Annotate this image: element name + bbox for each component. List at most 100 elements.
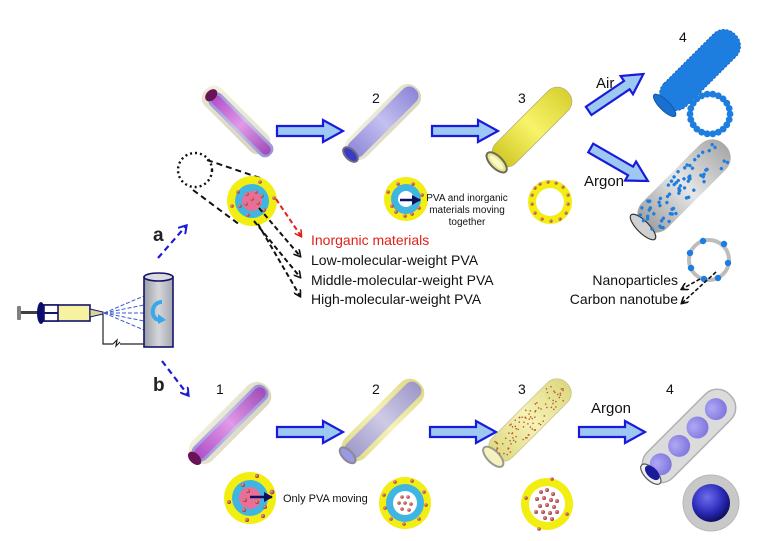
legend-inorganic-materials: Inorganic materials — [311, 232, 429, 248]
speckle-dot — [496, 442, 499, 445]
speckle-dot — [562, 389, 564, 392]
path-a-arrow-2-to-3 — [430, 118, 500, 144]
speckle-dot — [529, 410, 532, 412]
nanoparticle-dot — [696, 154, 701, 158]
speckle-dot — [524, 436, 527, 439]
nanoparticle-dot — [658, 196, 663, 201]
speckle-dot — [538, 422, 540, 425]
stage-2-note-line-1: PVA and inorganic — [426, 193, 508, 204]
speckle-dot — [528, 413, 530, 415]
path-b-stage-1-cross-section — [224, 472, 276, 524]
path-a-stage-4-hollow-nanotube — [652, 29, 741, 118]
nanoparticle-dot — [638, 213, 643, 217]
nanoparticle-dot — [693, 157, 697, 162]
ring-bead — [689, 121, 697, 129]
path-a-arrow-1-to-2 — [275, 118, 345, 144]
nanoparticle-dot — [665, 200, 669, 205]
gas-label-argon-a: Argon — [584, 173, 624, 190]
path-a-stage-4-nanoparticle-ring — [686, 237, 732, 283]
nanoparticle-dot — [686, 179, 691, 183]
nanoparticle-dot — [688, 177, 692, 181]
speckle-dot — [514, 425, 517, 428]
speckle-dot — [512, 439, 515, 442]
zoom-guide-line — [206, 159, 261, 179]
path-a-stage-2-cross-section — [384, 177, 428, 221]
nanoparticle-dot — [641, 218, 646, 223]
path-b-stage-2-number: 2 — [372, 381, 380, 397]
nanoparticle-dot — [674, 180, 678, 185]
nanoparticle-dot — [683, 166, 687, 170]
speckle-dot — [531, 417, 534, 420]
speckle-dot — [511, 426, 514, 428]
ring-bead — [687, 105, 695, 112]
nanoparticle-dot — [710, 142, 714, 147]
speckle-dot — [552, 399, 554, 402]
speckle-dot — [525, 409, 527, 412]
speckle-dot — [543, 415, 546, 417]
nanoparticle-dot — [667, 219, 671, 224]
speckle-dot — [546, 391, 549, 394]
speckle-dot — [498, 452, 501, 455]
path-a-arrow — [157, 226, 186, 259]
speckle-dot — [510, 423, 512, 425]
high-voltage-circuit — [102, 314, 144, 348]
syringe-icon — [17, 302, 104, 324]
speckle-dot — [521, 416, 523, 418]
nanoparticles-pointer — [682, 278, 701, 289]
ring-bead — [703, 90, 711, 98]
nanoparticle-dot — [666, 183, 671, 187]
nanoparticle-dot — [669, 179, 674, 183]
ring-bead — [703, 130, 711, 138]
nanoparticle-dot — [650, 227, 654, 231]
speckle-dot — [496, 447, 498, 449]
ring-bead — [709, 130, 717, 138]
nanoparticle-dot — [685, 163, 689, 167]
nanoparticle-dot — [659, 219, 664, 223]
speckle-dot — [501, 443, 504, 445]
speckle-dot — [539, 423, 542, 426]
path-b-stage-4-peapod-structure — [640, 388, 737, 485]
speckle-dot — [559, 394, 562, 396]
stage-1-note-only-pva-moving: Only PVA moving — [283, 493, 368, 505]
speckle-dot — [540, 408, 542, 410]
ring-bead — [725, 105, 733, 112]
speckle-dot — [534, 429, 537, 431]
ring-bead — [714, 128, 722, 136]
speckle-dot — [532, 422, 534, 425]
nanoparticle-dot — [677, 186, 681, 191]
speckle-dot — [509, 439, 511, 442]
speckle-dot — [536, 402, 538, 404]
legend-arrow-low — [258, 207, 300, 256]
nanoparticle-dot — [690, 166, 695, 170]
nanoparticle-dot — [676, 178, 680, 183]
nanoparticle-dot — [661, 216, 666, 220]
ring-bead — [719, 125, 727, 133]
speckle-dot — [510, 443, 512, 445]
ring-bead — [723, 99, 731, 107]
legend-arrow-inorganic — [275, 198, 301, 236]
legend-high-mw-pva: High-molecular-weight PVA — [311, 291, 482, 307]
speckle-dot — [553, 408, 555, 411]
speckle-dot — [545, 388, 548, 390]
nanoparticle-dot — [665, 194, 670, 199]
legend-low-mw-pva: Low-molecular-weight PVA — [311, 252, 479, 268]
nanoparticle-dot — [686, 195, 691, 199]
rotating-collector-icon — [143, 272, 174, 348]
path-b-stage-3-fiber — [482, 378, 572, 468]
speckle-dot — [550, 385, 552, 388]
nanoparticle-dot — [719, 166, 724, 171]
speckle-dot — [558, 396, 561, 399]
speckle-dot — [507, 447, 510, 450]
nanoparticle-dot — [707, 149, 711, 153]
nanoparticle-dot — [640, 206, 644, 210]
nanoparticle-dot — [668, 211, 673, 216]
ring-bead — [709, 90, 717, 98]
path-a-label: a — [153, 225, 164, 246]
speckle-dot — [559, 392, 562, 395]
ring-bead — [726, 110, 734, 118]
zoom-highlight-circle — [176, 151, 214, 189]
speckle-dot — [517, 428, 519, 431]
path-a-stage-3-fiber — [485, 86, 573, 174]
ring-bead — [725, 116, 733, 123]
